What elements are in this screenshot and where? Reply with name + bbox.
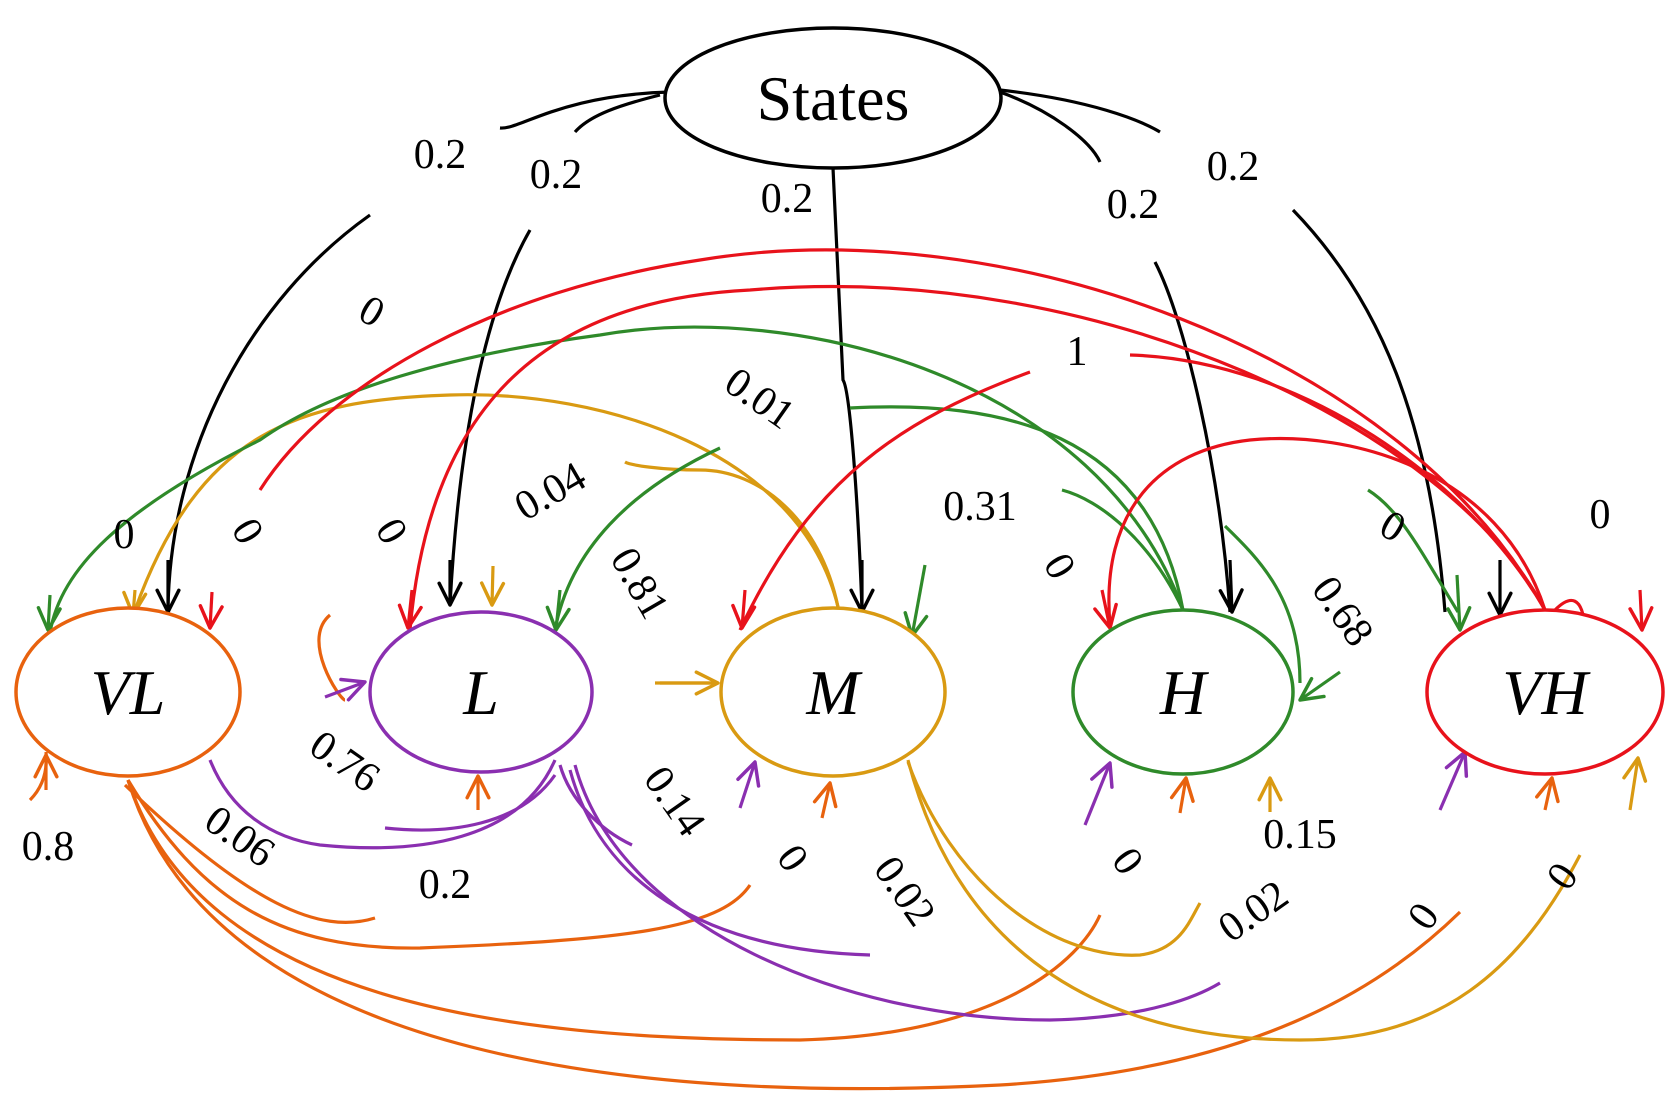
edge-label-vh-m: 1 xyxy=(1067,329,1088,375)
edge-M-to-L xyxy=(624,460,840,608)
arrowhead-into-VL xyxy=(36,594,62,632)
edge-root-to-M xyxy=(831,167,864,611)
edge-root-to-VH xyxy=(999,88,1447,613)
node-vl: VL xyxy=(14,606,242,778)
edge-label-vh-vh: 0 xyxy=(1590,492,1611,538)
edge-L-to-L xyxy=(384,774,557,832)
edge-label-l-m: 0.14 xyxy=(634,758,714,845)
edge-L-to-H xyxy=(568,769,871,957)
edge-label-l-l: 0.76 xyxy=(301,722,388,802)
edge-VH-to-H xyxy=(1107,436,1547,626)
arrowhead-into-H xyxy=(1093,589,1118,630)
arrowhead-into-L xyxy=(545,589,571,632)
node-vl-ellipse xyxy=(14,606,242,778)
arrowhead-into-VH xyxy=(1622,756,1648,811)
edge-VL-to-VH xyxy=(126,779,1462,1091)
edge-label-vh-vl: 0 xyxy=(222,511,272,552)
arrowhead-into-VH xyxy=(1438,750,1469,811)
edge-label-m-vh: 0 xyxy=(1538,855,1588,899)
edge-root-to-H xyxy=(999,90,1232,613)
node-m-ellipse xyxy=(719,606,947,778)
arrowhead-into-H xyxy=(1169,776,1195,814)
edge-label-m-vl: 0 xyxy=(114,512,135,558)
arrowhead-into-M xyxy=(731,589,757,630)
edge-H-to-L xyxy=(553,446,721,631)
edge-label-h-l: 0.01 xyxy=(716,359,803,439)
edge-VL-to-VL xyxy=(28,751,48,802)
edge-labels-layer: 0.2 0.2 0.2 0.2 0.2 0.8 0.2 0 0 0 0.060.76 0.14 0.02… xyxy=(22,132,1611,952)
edge-label-m-l: 0.04 xyxy=(507,454,594,531)
edge-label-root-l: 0.2 xyxy=(530,152,583,198)
arrowhead-into-VH xyxy=(1628,589,1654,632)
edges-layer xyxy=(28,88,1654,1091)
edge-label-m-m: 0.81 xyxy=(601,540,678,627)
arrowhead-into-L xyxy=(324,677,367,702)
arrowhead-into-H xyxy=(1218,559,1244,614)
edge-label-vh-l: 0 xyxy=(366,511,416,552)
edge-root-to-VL xyxy=(166,90,671,611)
node-m: M xyxy=(719,606,947,778)
node-l-label: L xyxy=(462,657,499,728)
arrowhead-into-M xyxy=(903,564,929,638)
edge-label-h-h: 0.68 xyxy=(1302,568,1382,655)
edge-label-root-h: 0.2 xyxy=(1107,182,1160,228)
node-vh-label: VH xyxy=(1502,657,1591,728)
edge-VH-to-VL xyxy=(258,248,1547,611)
arrowhead-into-M xyxy=(736,760,761,809)
node-l-ellipse xyxy=(368,610,594,774)
node-vh: VH xyxy=(1425,608,1665,776)
edge-label-h-vh: 0 xyxy=(1372,502,1413,552)
edge-label-vl-vh: 0 xyxy=(1399,895,1449,939)
edge-root-to-L xyxy=(448,93,661,606)
node-h-label: H xyxy=(1159,657,1210,728)
node-states-ellipse xyxy=(663,26,1003,170)
arrowhead-into-VH xyxy=(1446,574,1472,632)
edge-L-to-M xyxy=(558,764,633,847)
edge-label-l-h: 0.02 xyxy=(864,848,944,935)
edge-label-l-vh: 0.02 xyxy=(1210,872,1297,952)
edge-VL-to-H xyxy=(126,779,1102,1042)
arrowhead-into-L xyxy=(479,565,506,607)
edge-label-h-m: 0.31 xyxy=(943,484,1017,530)
edge-label-l-vl: 0.06 xyxy=(196,797,283,877)
arrowhead-into-VL xyxy=(198,591,224,630)
edge-H-to-VH xyxy=(1367,488,1460,613)
edge-L-to-VL xyxy=(208,759,557,850)
edge-M-to-VH xyxy=(906,759,1582,1042)
edge-label-root-m: 0.2 xyxy=(761,176,814,222)
edge-label-root-vl: 0.2 xyxy=(414,132,467,178)
edge-H-to-VL xyxy=(48,325,1185,634)
edge-label-h-vl: 0 xyxy=(351,287,392,337)
edge-label-vl-vl: 0.8 xyxy=(22,824,75,870)
node-states-label: States xyxy=(757,63,910,134)
edge-L-to-VH xyxy=(573,764,1221,1022)
edge-label-vl-l: 0.2 xyxy=(419,862,472,908)
edge-VH-to-L xyxy=(408,285,1547,631)
edge-label-vl-m: 0 xyxy=(767,837,817,881)
edge-H-to-H xyxy=(1223,524,1302,684)
node-l: L xyxy=(368,610,594,774)
node-states: States xyxy=(663,26,1003,170)
arrowhead-into-M xyxy=(812,781,838,819)
edge-label-vl-h: 0 xyxy=(1102,840,1152,884)
arrowhead-into-L xyxy=(397,589,423,630)
edge-M-to-H xyxy=(906,761,1202,957)
edge-label-root-vh: 0.2 xyxy=(1207,144,1260,190)
node-h: H xyxy=(1071,608,1295,776)
node-m-label: M xyxy=(805,657,863,728)
arrowhead-into-VH xyxy=(1535,776,1560,811)
edge-H-to-M xyxy=(849,405,1185,611)
node-vh-ellipse xyxy=(1425,608,1665,776)
edge-label-vh-h: 0 xyxy=(1034,546,1084,587)
edge-label-m-h: 0.15 xyxy=(1263,812,1337,858)
edge-M-to-VL xyxy=(133,393,840,611)
arrowhead-into-H xyxy=(1298,670,1341,702)
node-h-ellipse xyxy=(1071,608,1295,776)
node-vl-label: VL xyxy=(91,657,166,728)
arrowhead-into-H xyxy=(1083,761,1114,826)
